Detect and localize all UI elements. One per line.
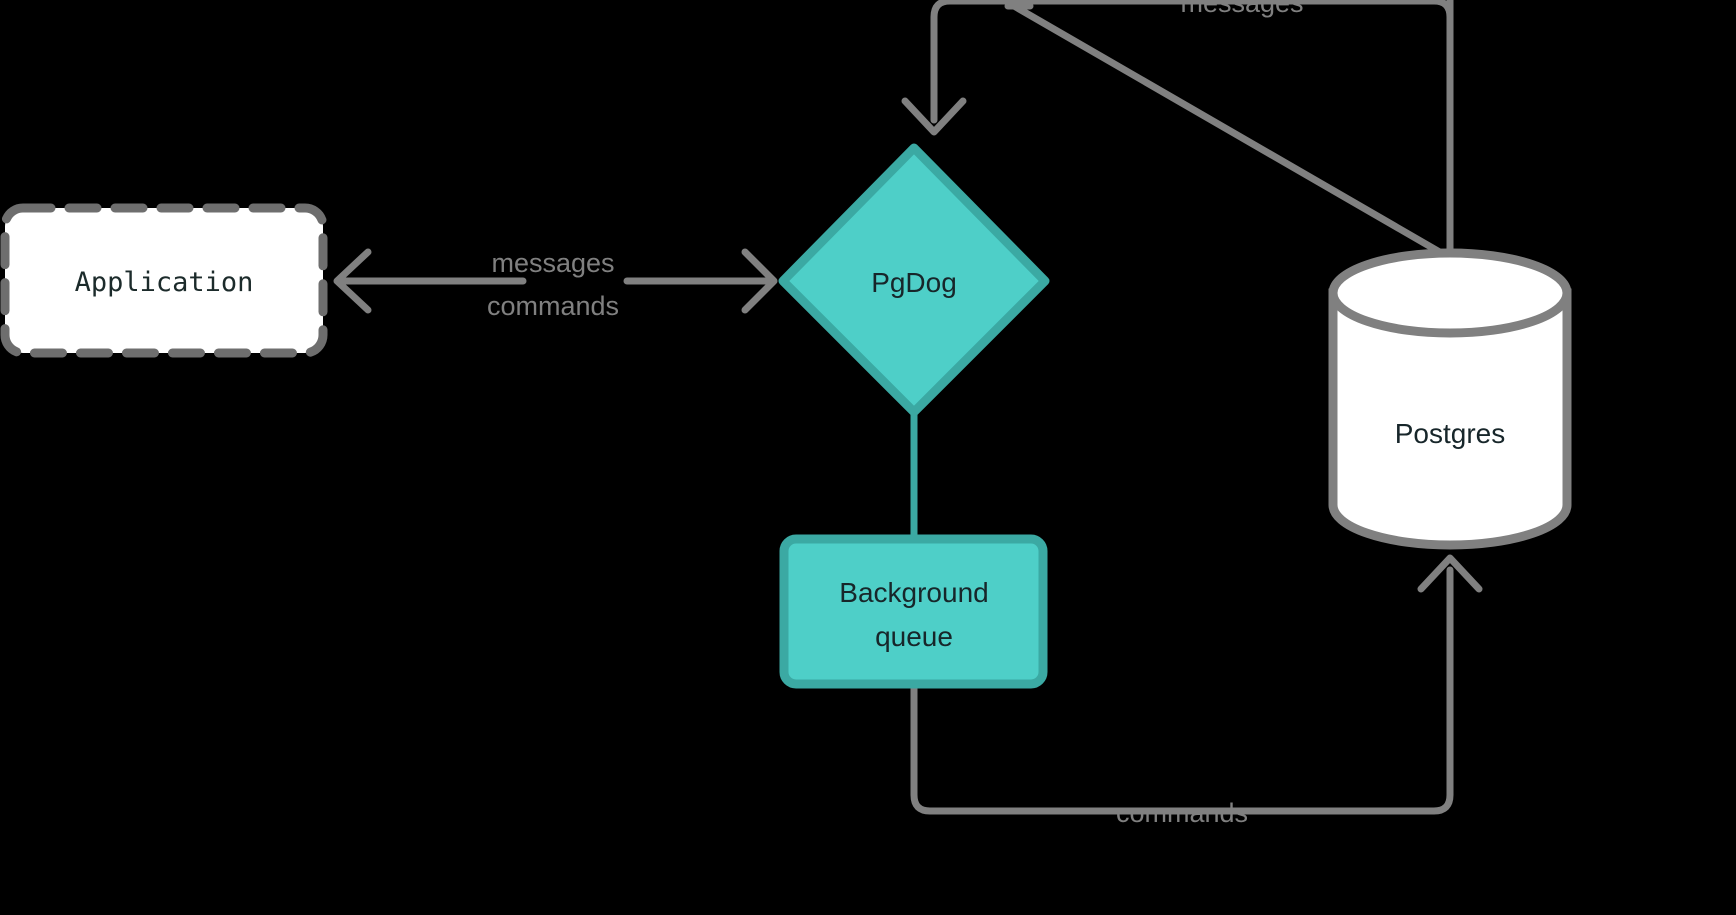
node-application[interactable]: Application <box>0 203 328 358</box>
node-background-queue[interactable]: Background queue <box>779 534 1048 689</box>
edge-application-pgdog <box>333 248 778 314</box>
node-postgres-label: Postgres <box>1395 418 1506 449</box>
edge-application-pgdog-right-arrowhead <box>741 248 778 314</box>
node-pgdog[interactable]: PgDog <box>778 143 1050 417</box>
node-postgres[interactable]: Postgres <box>1328 248 1572 550</box>
edge-label-messages-middle: messages <box>491 248 614 278</box>
node-pgdog-label: PgDog <box>871 267 957 298</box>
node-application-shape <box>0 203 328 358</box>
edge-queue-to-postgres <box>910 554 1483 815</box>
edge-label-commands-middle: commands <box>487 291 619 321</box>
node-postgres-body <box>1328 288 1572 550</box>
node-background-queue-shape <box>779 534 1048 689</box>
node-application-label: Application <box>75 267 254 298</box>
edge-postgres-to-pgdog-arrowhead <box>901 97 967 136</box>
edge-label-messages-top: messages <box>1180 0 1303 18</box>
node-postgres-top-ellipse <box>1328 248 1572 338</box>
node-background-queue-label-line2: queue <box>875 621 953 652</box>
edge-postgres-to-pgdog-line <box>1004 0 1454 262</box>
edge-label-commands-bottom: commands <box>1116 798 1248 828</box>
node-background-queue-label-line1: Background <box>839 577 988 608</box>
edge-queue-to-postgres-route <box>910 566 1454 815</box>
node-pgdog-shape <box>778 143 1050 417</box>
edge-application-pgdog-left-arrowhead <box>333 248 372 314</box>
edge-queue-to-postgres-arrowhead <box>1417 554 1483 593</box>
edge-postgres-to-pgdog <box>901 0 1454 262</box>
edge-postgres-to-pgdog-route <box>930 0 1454 262</box>
